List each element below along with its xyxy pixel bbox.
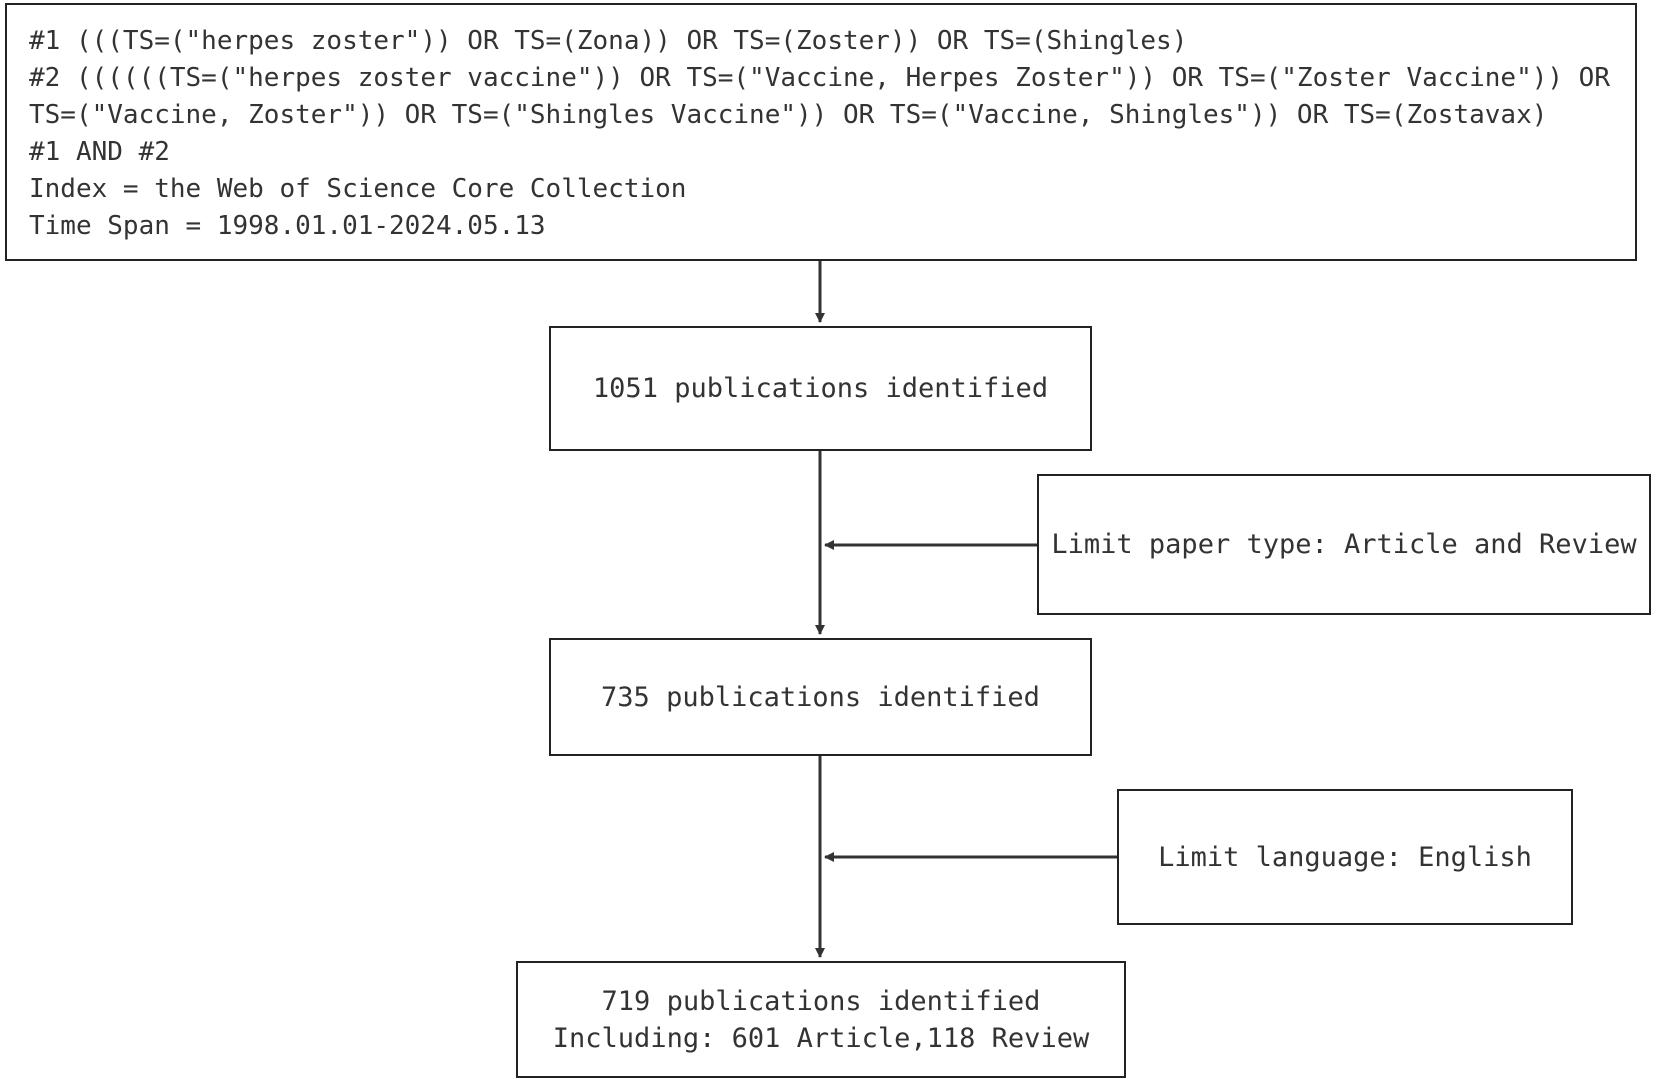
final-719-box: 719 publications identified Including: 6… bbox=[516, 961, 1126, 1078]
identified-735-label: 735 publications identified bbox=[601, 681, 1040, 713]
query-line-2: #2 ((((((TS=("herpes zoster vaccine")) O… bbox=[29, 63, 1610, 130]
identified-735-box: 735 publications identified bbox=[549, 638, 1092, 756]
query-line-3: #1 AND #2 bbox=[29, 137, 170, 167]
final-count-label: 719 publications identified bbox=[601, 985, 1041, 1017]
limit-language-label: Limit language: English bbox=[1158, 841, 1532, 873]
limit-paper-type-box: Limit paper type: Article and Review bbox=[1037, 474, 1651, 615]
search-query-box: #1 (((TS=("herpes zoster")) OR TS=(Zona)… bbox=[5, 3, 1637, 261]
query-time-span: Time Span = 1998.01.01-2024.05.13 bbox=[29, 211, 546, 241]
query-index: Index = the Web of Science Core Collecti… bbox=[29, 174, 687, 204]
query-line-1: #1 (((TS=("herpes zoster")) OR TS=(Zona)… bbox=[29, 26, 1188, 56]
identified-1051-box: 1051 publications identified bbox=[549, 326, 1092, 451]
identified-1051-label: 1051 publications identified bbox=[592, 373, 1049, 404]
final-breakdown-label: Including: 601 Article,118 Review bbox=[552, 1022, 1090, 1054]
limit-paper-type-label: Limit paper type: Article and Review bbox=[1051, 529, 1637, 560]
limit-language-box: Limit language: English bbox=[1117, 789, 1573, 925]
